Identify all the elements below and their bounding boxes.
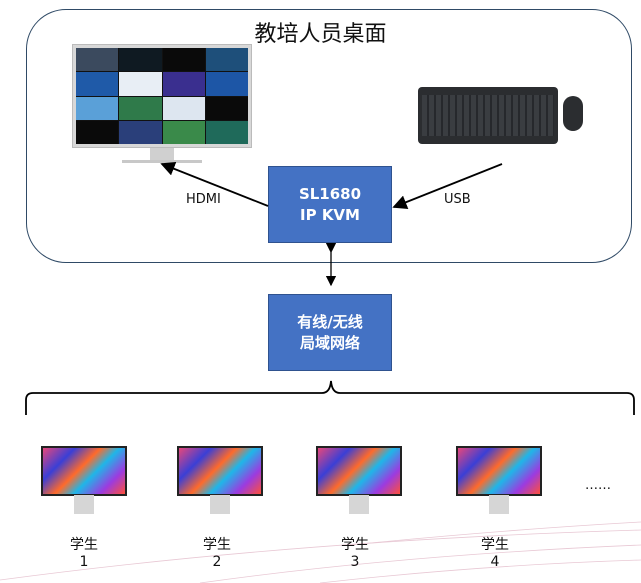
network-brace [25, 380, 635, 415]
student-name: 学生 [70, 537, 98, 553]
student-monitor-icon [41, 446, 127, 496]
hdmi-arrow [160, 161, 269, 207]
keyboard-icon [418, 87, 558, 144]
student-number: 4 [490, 554, 500, 570]
student-label: 学生 2 [187, 537, 247, 571]
monitor-stand [349, 495, 369, 514]
network-line1: 有线/无线 [297, 312, 363, 331]
teacher-monitor-icon [72, 44, 252, 148]
student-label: 学生 3 [325, 537, 385, 571]
student-number: 1 [79, 554, 89, 570]
student-label: 学生 1 [54, 537, 114, 571]
monitor-stand [74, 495, 94, 514]
student-label: 学生 4 [465, 537, 525, 571]
hdmi-label: HDMI [186, 192, 221, 207]
kvm-box: SL1680 IP KVM [268, 166, 392, 243]
student-name: 学生 [203, 537, 231, 553]
ellipsis: …… [585, 478, 611, 493]
monitor-stand [489, 495, 509, 514]
monitor-stand [210, 495, 230, 514]
group-title: 教培人员桌面 [254, 22, 387, 47]
decorative-lines [0, 521, 641, 583]
student-number: 2 [212, 554, 222, 570]
monitor-stand [150, 148, 174, 162]
student-name: 学生 [481, 537, 509, 553]
monitor-base [122, 160, 202, 163]
usb-arrow [392, 163, 503, 210]
student-number: 3 [350, 554, 360, 570]
student-monitor-icon [456, 446, 542, 496]
student-monitor-icon [316, 446, 402, 496]
network-line2: 局域网络 [299, 333, 360, 352]
student-name: 学生 [341, 537, 369, 553]
kvm-line1: SL1680 [298, 184, 362, 203]
network-box: 有线/无线 局域网络 [268, 294, 392, 371]
mouse-icon [563, 96, 583, 131]
usb-label: USB [444, 192, 471, 207]
student-monitor-icon [177, 446, 263, 496]
kvm-line2: IP KVM [300, 205, 360, 224]
